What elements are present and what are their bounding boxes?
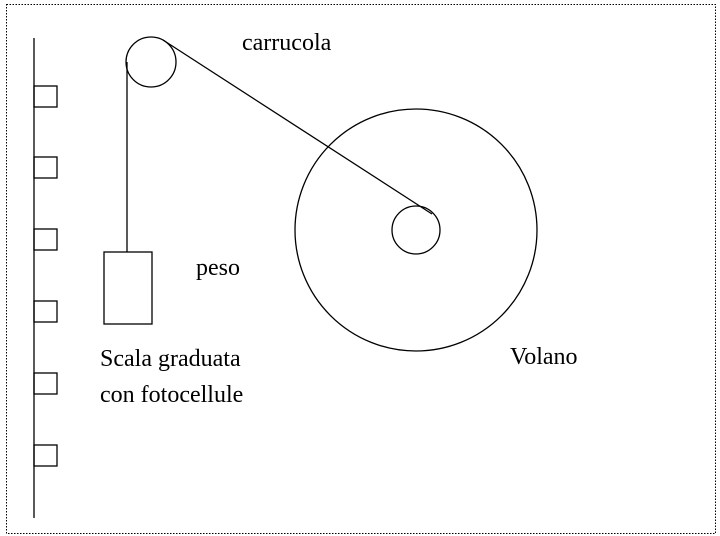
photocell-2 [33, 156, 58, 179]
photocell-6 [33, 444, 58, 467]
photocell-5 [33, 372, 58, 395]
pulley-label: carrucola [242, 30, 332, 56]
weight-label: peso [196, 255, 240, 281]
photocell-3 [33, 228, 58, 251]
weight [103, 251, 153, 325]
flywheel-label: Volano [510, 344, 578, 370]
scale-label-line2: con fotocellule [100, 382, 243, 408]
photocell-1 [33, 85, 58, 108]
photocells [33, 85, 58, 467]
drive-string [162, 39, 433, 215]
pulley [125, 36, 177, 88]
flywheel [294, 108, 538, 352]
scale-label-line1: Scala graduata [100, 346, 241, 372]
diagram-frame [6, 4, 716, 534]
photocell-4 [33, 300, 58, 323]
flywheel-hub [391, 205, 441, 255]
